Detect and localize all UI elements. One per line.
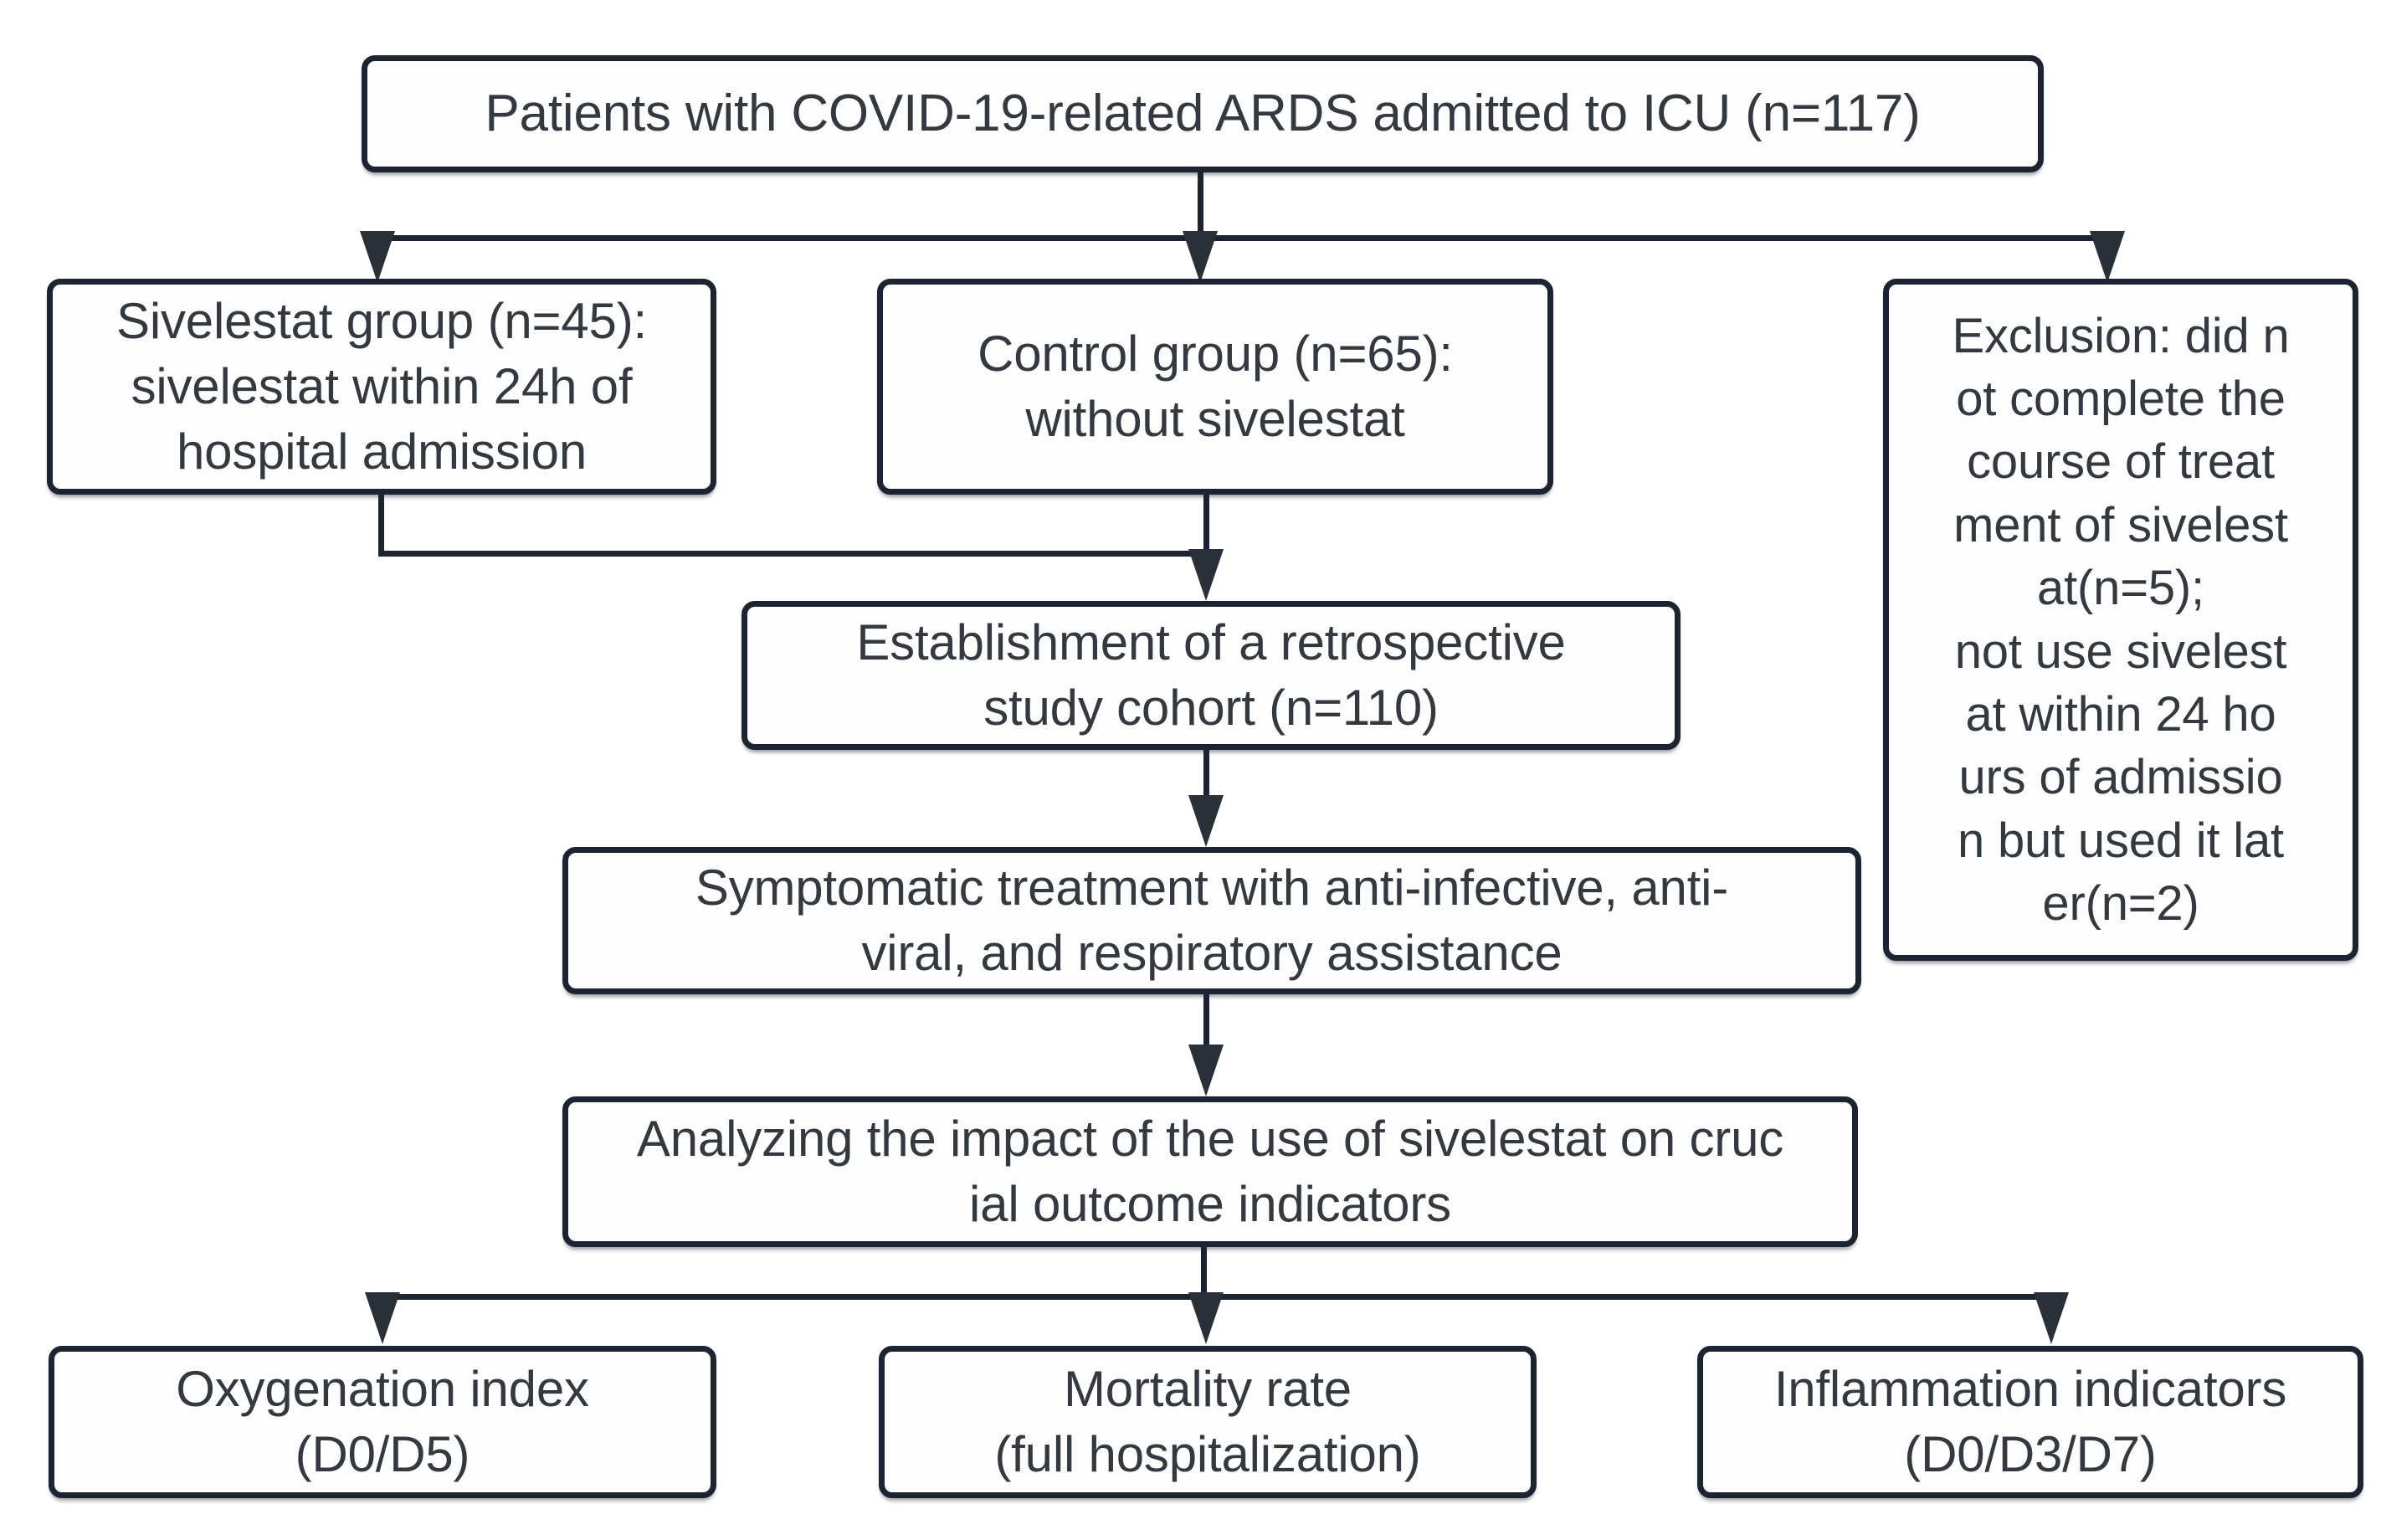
node-control-group[interactable]: Control group (n=65): without sivelestat (877, 279, 1553, 495)
node-inflammation-indicators-label: Inflammation indicators (D0/D3/D7) (1773, 1361, 2287, 1482)
node-oxygenation-index[interactable]: Oxygenation index (D0/D5) (49, 1346, 716, 1498)
node-mortality-rate-label: Mortality rate (full hospitalization) (994, 1361, 1421, 1482)
arrowhead-to-exclusion (2090, 231, 2125, 283)
arrowhead-to-symptomatic (1188, 795, 1224, 847)
connector-analysis-stem (1201, 1247, 1207, 1299)
node-symptomatic-treatment-label: Symptomatic treatment with anti-infectiv… (695, 860, 1729, 981)
arrowhead-to-analysis (1188, 1045, 1224, 1096)
node-control-group-label: Control group (n=65): without sivelestat (978, 326, 1453, 447)
node-patients-enrolled-label: Patients with COVID-19-related ARDS admi… (485, 84, 1921, 142)
arrowhead-to-cohort (1188, 549, 1224, 601)
node-sivelestat-group-label: Sivelestat group (n=45): sivelestat with… (116, 293, 647, 480)
node-patients-enrolled[interactable]: Patients with COVID-19-related ARDS admi… (362, 55, 2044, 172)
arrowhead-to-mortality (1188, 1292, 1224, 1344)
node-inflammation-indicators[interactable]: Inflammation indicators (D0/D3/D7) (1697, 1346, 2363, 1498)
arrowhead-to-oxygenation (365, 1292, 400, 1344)
node-symptomatic-treatment[interactable]: Symptomatic treatment with anti-infectiv… (562, 847, 1861, 994)
node-mortality-rate[interactable]: Mortality rate (full hospitalization) (879, 1346, 1537, 1498)
node-outcome-analysis-label: Analyzing the impact of the use of sivel… (636, 1111, 1784, 1232)
connector-merge-bus (378, 551, 1209, 557)
node-outcome-analysis[interactable]: Analyzing the impact of the use of sivel… (562, 1096, 1858, 1247)
connector-row2-bus (375, 235, 2111, 241)
arrowhead-to-control (1183, 231, 1218, 283)
node-exclusion-label: Exclusion: did n ot complete the course … (1952, 308, 2290, 932)
node-exclusion[interactable]: Exclusion: did n ot complete the course … (1883, 279, 2358, 961)
connector-symptomatic-down (1203, 994, 1209, 1045)
arrowhead-to-inflammation (2034, 1292, 2069, 1344)
connector-cohort-down (1203, 750, 1209, 798)
connector-control-down (1203, 495, 1209, 557)
arrowhead-to-sivelestat (360, 231, 395, 283)
connector-sivelestat-down (378, 495, 384, 557)
node-sivelestat-group[interactable]: Sivelestat group (n=45): sivelestat with… (47, 279, 716, 495)
node-oxygenation-index-label: Oxygenation index (D0/D5) (176, 1361, 589, 1482)
node-retrospective-cohort[interactable]: Establishment of a retrospective study c… (741, 601, 1681, 750)
connector-top-stem (1198, 172, 1203, 241)
node-retrospective-cohort-label: Establishment of a retrospective study c… (856, 614, 1566, 736)
